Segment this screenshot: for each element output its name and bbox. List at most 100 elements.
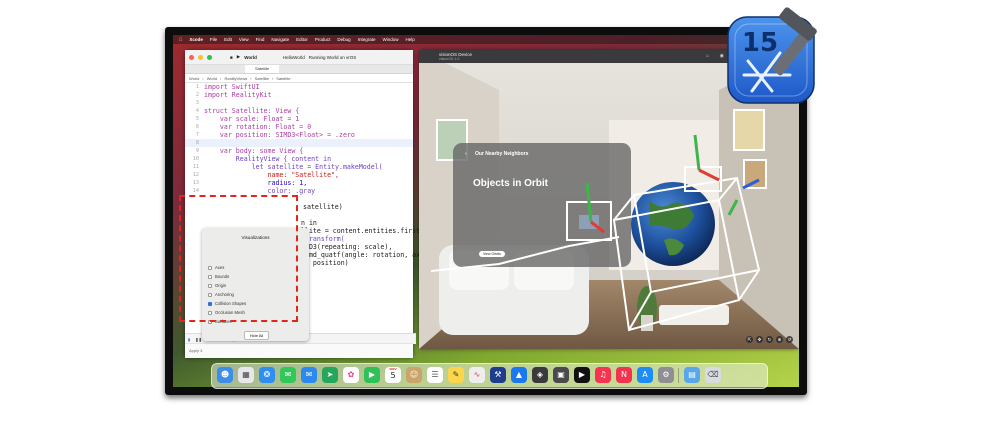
freeform-icon[interactable]: ∿ [469,367,485,383]
viz-option-origin[interactable]: Origin [208,283,226,288]
breadcrumb-item[interactable]: Satellite [254,75,269,81]
line-number: 9 [195,148,199,154]
menu-edit[interactable]: Edit [220,37,232,42]
photos-icon[interactable]: ✿ [343,367,359,383]
app-store-icon[interactable]: A [637,367,653,383]
chevron-right-icon: › [271,75,274,81]
zoom-window-button[interactable] [207,54,212,60]
trash-icon[interactable]: ⌫ [705,367,721,383]
news-icon[interactable]: N [616,367,632,383]
current-line-highlight [185,139,413,147]
menu-find[interactable]: Find [252,37,265,42]
safari-icon[interactable]: ❂ [259,367,275,383]
downloads-folder-icon[interactable]: ▤ [684,367,700,383]
menu-debug[interactable]: Debug [334,37,350,42]
viz-option-anchoring[interactable]: Anchoring [208,292,234,297]
reset-icon[interactable]: ↺ [786,336,793,343]
close-window-button[interactable] [189,54,194,60]
menu-bar:  Xcode File Edit View Find Navigate Edi… [173,35,799,44]
checkbox-checked[interactable] [208,301,212,306]
checkbox[interactable] [208,265,212,270]
hide-all-button[interactable]: Hide All [244,331,269,340]
minimize-window-button[interactable] [198,54,203,60]
breadcrumb-item[interactable]: Satellite [276,75,291,81]
instruments-icon[interactable]: ▲ [511,367,527,383]
code-fragment: n in [301,219,317,227]
viz-option-bounds[interactable]: Bounds [208,274,229,279]
tab-satellite[interactable]: Satellite [245,65,280,73]
code-line: var rotation: Float = 0 [204,123,312,131]
xcode-15-icon: 15 [727,7,817,104]
chevron-right-icon: › [220,75,222,81]
menu-app-name[interactable]: Xcode [186,37,203,42]
home-icon[interactable]: ⌂ [705,53,709,59]
xcode-icon[interactable]: ⚒ [490,367,506,383]
simulator-icon[interactable]: ▣ [553,367,569,383]
viz-option-label: Axes [215,265,225,270]
menu-product[interactable]: Product [311,37,331,42]
menu-navigate[interactable]: Navigate [268,37,289,42]
run-destination[interactable]: HelloWorld [282,54,305,60]
menu-editor[interactable]: Editor [292,37,308,42]
checkbox[interactable] [208,310,212,315]
viz-option-collision-shapes[interactable]: Collision Shapes [208,301,246,306]
orbit-icon[interactable]: ↻ [766,336,773,343]
system-settings-icon[interactable]: ⚙ [658,367,674,383]
menu-window[interactable]: Window [379,37,398,42]
facetime-icon[interactable]: ▶ [364,367,380,383]
back-chevron-icon[interactable]: ‹ [465,151,467,157]
line-number: 10 [192,156,199,162]
screenshot-icon[interactable]: ◉ [719,53,724,59]
simulator-window[interactable]: visionOS Device visionOS 1.0 ⌂ ◉ ↻ ‹ Our… [419,50,799,349]
reminders-icon[interactable]: ☰ [427,367,443,383]
scheme-selector[interactable]: World [244,54,257,60]
code-line: color: .gray [204,187,316,195]
line-number: 4 [195,108,199,114]
monitor:  Xcode File Edit View Find Navigate Edi… [165,27,807,395]
viz-option-label: Bounds [215,274,230,279]
menu-file[interactable]: File [206,37,217,42]
contacts-icon[interactable]: ☺ [406,367,422,383]
checkbox[interactable] [208,292,212,297]
viz-option-axes[interactable]: Axes [208,265,224,270]
breadcrumb-item[interactable]: RealityViews [224,75,248,81]
apple-icon[interactable]:  [179,35,182,44]
notes-icon[interactable]: ✎ [448,367,464,383]
pause-icon[interactable]: ❚❚ [195,336,202,342]
menu-integrate[interactable]: Integrate [354,37,376,42]
checkbox[interactable] [208,274,212,279]
maps-icon[interactable]: ➤ [322,367,338,383]
launchpad-icon[interactable]: ▦ [238,367,254,383]
code-fragment: llite = content.entities.first as [301,227,433,235]
menu-help[interactable]: Help [402,37,414,42]
mail-icon[interactable]: ✉ [301,367,317,383]
music-icon[interactable]: ♫ [595,367,611,383]
line-number: 13 [192,180,199,186]
run-icon[interactable]: ▶ [236,54,241,59]
desktop:  Xcode File Edit View Find Navigate Edi… [173,35,799,389]
menu-view[interactable]: View [235,37,249,42]
status-bar: Apply 3 [185,343,413,358]
simulator-controls: ⇱ ✥ ↻ ⊕ ↺ [746,336,793,343]
panel-title: Objects in Orbit [473,178,549,189]
debug-area-toggle-icon[interactable]: ▮ [188,336,191,342]
pan-icon[interactable]: ✥ [756,336,763,343]
source-editor[interactable]: 1 import SwiftUI 2 import RealityKit 3 4… [185,82,432,332]
viz-option-occlusion-mesh[interactable]: Occlusion Mesh [208,310,245,315]
simulator-device-name: visionOS Device [439,52,473,57]
line-number: 7 [195,132,199,138]
view-orbits-button[interactable]: View Orbits [479,251,505,257]
breadcrumb-item[interactable]: World [206,75,218,81]
tv-icon[interactable]: ▶ [574,367,590,383]
reality-composer-icon[interactable]: ◈ [532,367,548,383]
messages-icon[interactable]: ✉ [280,367,296,383]
stop-icon[interactable]: ■ [230,54,233,60]
zoom-icon[interactable]: ⊕ [776,336,783,343]
breadcrumb-item[interactable]: World [189,75,200,81]
visualizations-highlight [179,195,298,322]
finder-icon[interactable]: ☻ [217,367,233,383]
visualizations-popover: Visualizations Axes Bounds Origin Anchor… [202,228,309,341]
checkbox[interactable] [208,283,212,288]
select-icon[interactable]: ⇱ [746,336,753,343]
